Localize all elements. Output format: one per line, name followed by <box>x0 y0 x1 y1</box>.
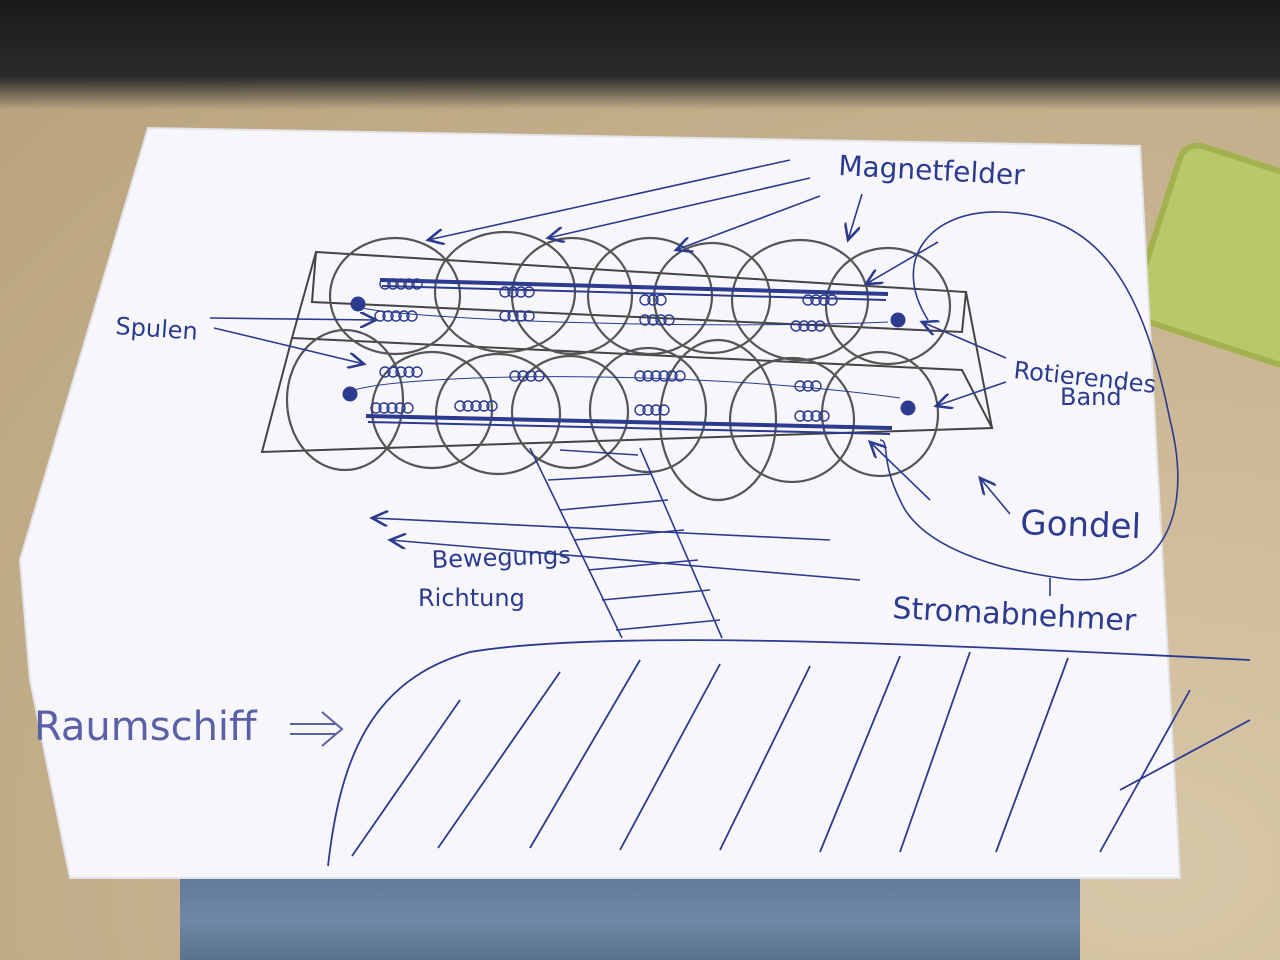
coil-icon <box>370 278 838 422</box>
spaceship-hull <box>327 639 1251 867</box>
label-raumschiff: Raumschiff <box>34 704 258 750</box>
label-spulen: Spulen <box>115 312 199 346</box>
label-band: Band <box>1060 383 1122 411</box>
arrow-icon <box>209 159 1011 581</box>
support-mast <box>529 447 723 639</box>
label-gondel: Gondel <box>1020 503 1142 547</box>
gondola-pencil-box <box>260 250 994 454</box>
current-collector-loop <box>879 211 1179 581</box>
rotating-band <box>342 278 916 435</box>
label-richtung: Richtung <box>418 584 525 612</box>
desk-shadow <box>0 0 1280 110</box>
magnetic-field-loops-lower <box>285 328 940 502</box>
magnetic-field-loops-upper <box>328 230 952 366</box>
arrow-icon <box>290 711 344 747</box>
label-bewegungs: Bewegungs <box>431 541 571 574</box>
paper-sheet <box>18 126 1182 879</box>
